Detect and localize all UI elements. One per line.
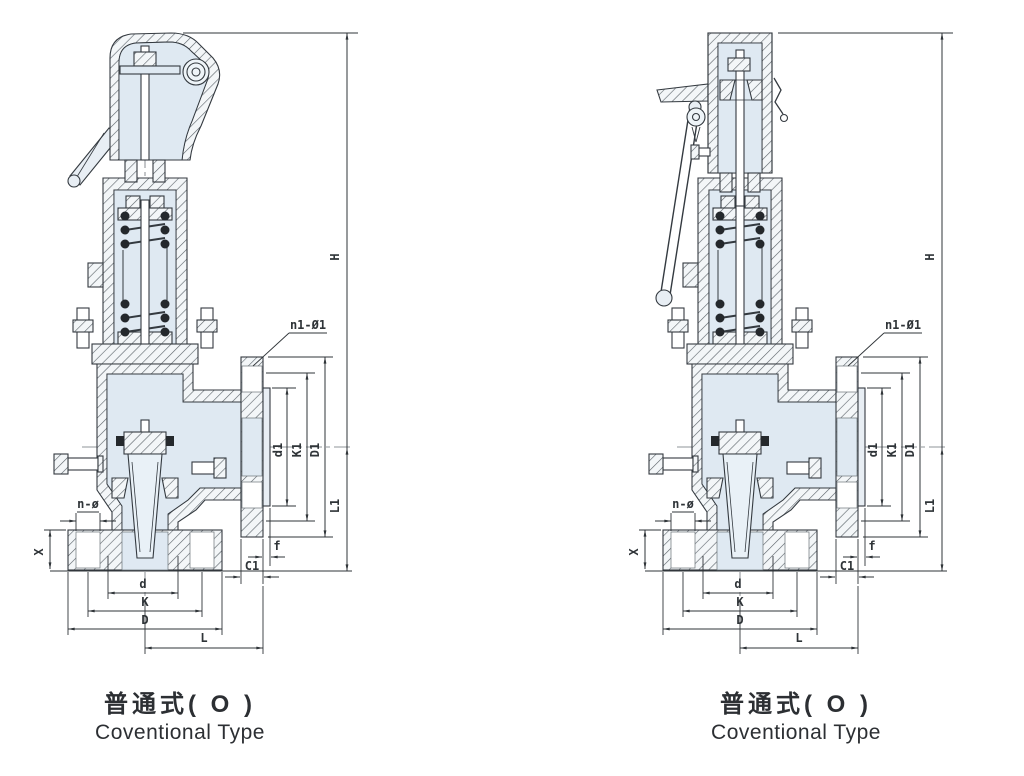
valve-body-right bbox=[639, 33, 953, 654]
dim-label-L: L bbox=[200, 631, 207, 645]
figure-right: H L1 D1 K1 d1 n1-Ø1 X n-ø f C1 d K D L bbox=[627, 33, 953, 654]
dim-label-f: f bbox=[273, 539, 280, 553]
dim-label-D1: D1 bbox=[903, 443, 917, 457]
dim-label-K: K bbox=[141, 595, 149, 609]
dim-label-n1: n1-Ø1 bbox=[885, 318, 921, 332]
dim-label-K1: K1 bbox=[290, 443, 304, 457]
dimension-labels-right: H L1 D1 K1 d1 n1-Ø1 X n-ø f C1 d K D L bbox=[627, 253, 937, 645]
caption-left-en: Coventional Type bbox=[95, 721, 265, 744]
dim-label-H: H bbox=[328, 253, 342, 260]
dim-label-d: d bbox=[734, 577, 741, 591]
dim-label-K: K bbox=[736, 595, 744, 609]
dim-label-n: n-ø bbox=[77, 497, 99, 511]
dim-label-L1: L1 bbox=[328, 499, 342, 513]
caption-left-cn: 普通式( O ) bbox=[104, 691, 256, 718]
caption-right: 普通式( O ) Coventional Type bbox=[636, 684, 956, 745]
caption-left: 普通式( O ) Coventional Type bbox=[20, 684, 340, 745]
dim-label-H: H bbox=[923, 253, 937, 260]
dim-label-X: X bbox=[627, 548, 641, 556]
dim-label-L1: L1 bbox=[923, 499, 937, 513]
dim-label-C1: C1 bbox=[840, 559, 854, 573]
dim-label-D: D bbox=[736, 613, 743, 627]
dim-label-n1: n1-Ø1 bbox=[290, 318, 326, 332]
dim-label-d: d bbox=[139, 577, 146, 591]
dim-label-f: f bbox=[868, 539, 875, 553]
dim-label-d1: d1 bbox=[271, 443, 285, 457]
caption-right-en: Coventional Type bbox=[711, 721, 881, 744]
dim-label-D1: D1 bbox=[308, 443, 322, 457]
dim-label-L: L bbox=[795, 631, 802, 645]
dimension-labels-left: H L1 D1 K1 d1 n1-Ø1 X n-ø f C1 d K D L bbox=[32, 253, 342, 645]
dim-label-d1: d1 bbox=[866, 443, 880, 457]
caption-right-cn: 普通式( O ) bbox=[720, 691, 872, 718]
dim-label-C1: C1 bbox=[245, 559, 259, 573]
cap-lever-left bbox=[67, 32, 221, 188]
dim-label-X: X bbox=[32, 548, 46, 556]
dim-label-n: n-ø bbox=[672, 497, 694, 511]
dim-label-K1: K1 bbox=[885, 443, 899, 457]
figure-left: H L1 D1 K1 d1 n1-Ø1 X n-ø f C1 d K D L bbox=[32, 33, 358, 654]
dim-label-D: D bbox=[141, 613, 148, 627]
